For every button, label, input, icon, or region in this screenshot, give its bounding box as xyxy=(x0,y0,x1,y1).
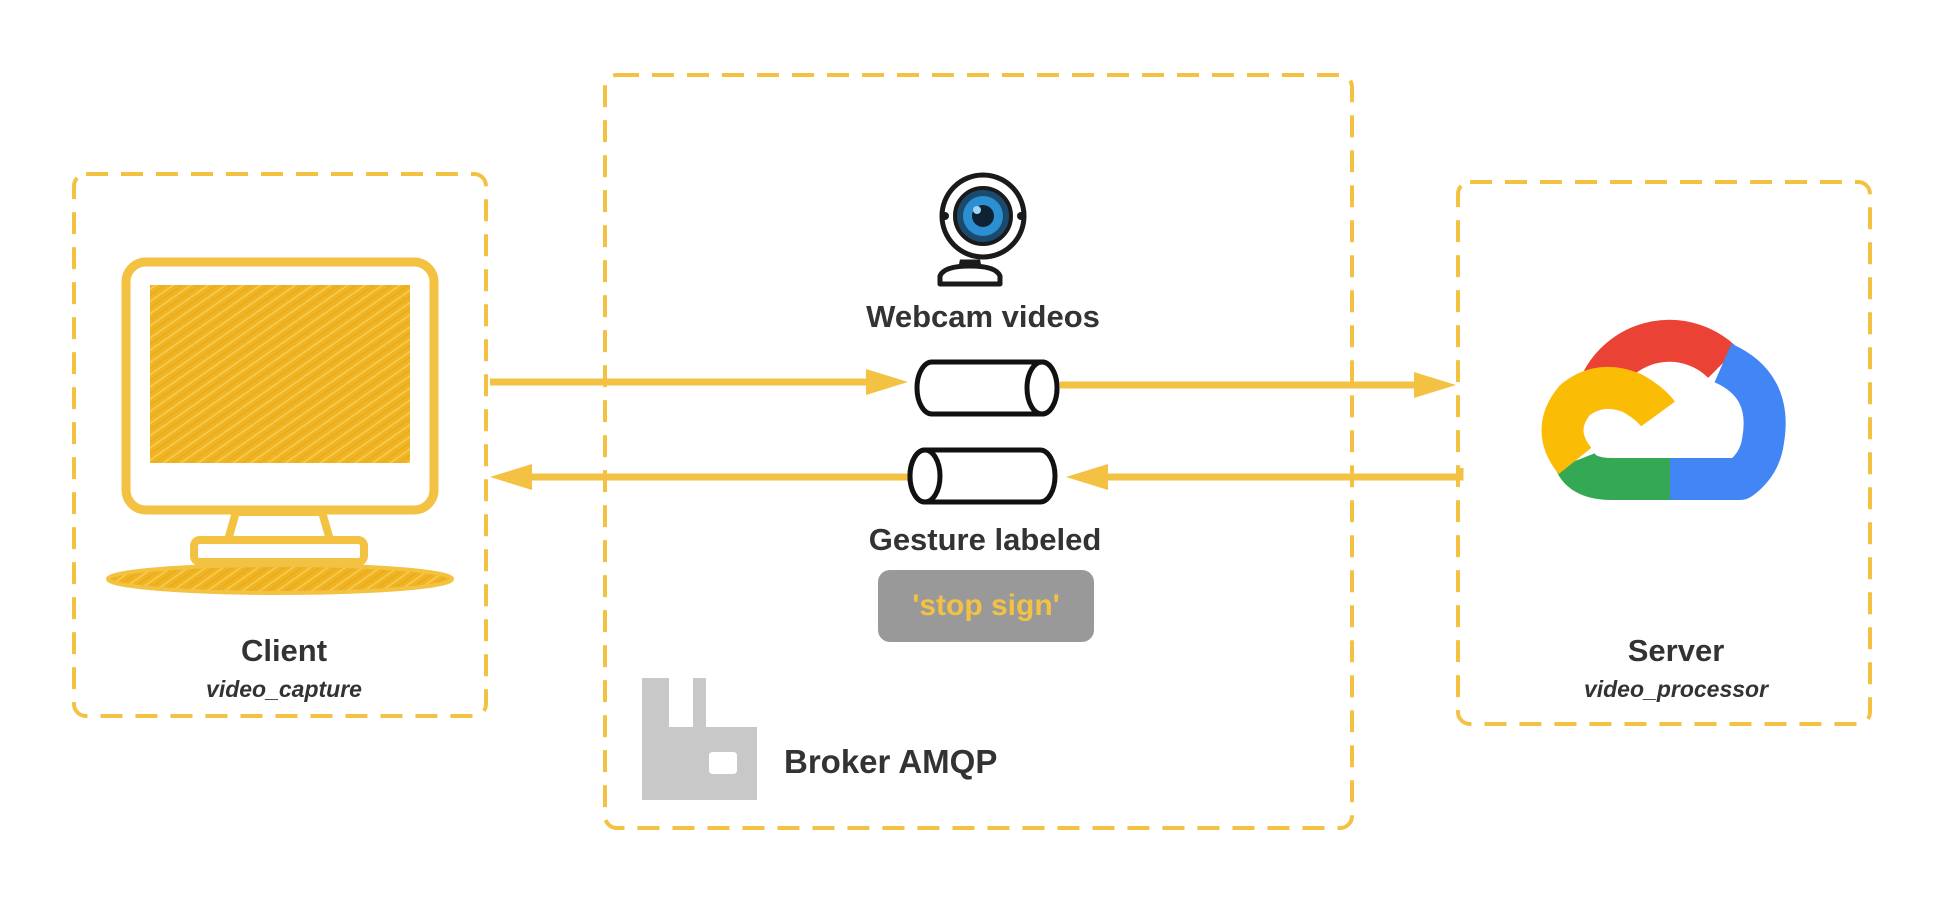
arrow-queue-to-server xyxy=(1060,372,1456,398)
webcam-icon xyxy=(937,172,1027,287)
arrow-client-to-queue xyxy=(490,369,908,395)
server-title: Server xyxy=(1627,633,1725,668)
arrow-server-to-queue xyxy=(1066,464,1464,490)
webcam-videos-label: Webcam videos xyxy=(866,299,1100,334)
server-container xyxy=(1456,180,1872,726)
stop-sign-badge: 'stop sign' xyxy=(878,570,1094,642)
rabbitmq-logo-icon xyxy=(642,678,757,800)
client-title: Client xyxy=(240,633,328,668)
broker-container xyxy=(603,73,1354,830)
stop-sign-badge-text: 'stop sign' xyxy=(912,589,1060,622)
computer-monitor-icon xyxy=(106,257,454,595)
queue-downstream-cylinder xyxy=(907,447,1058,505)
server-subtitle: video_processor xyxy=(1583,676,1769,702)
arrow-queue-to-client xyxy=(490,464,908,490)
queue-upstream-cylinder xyxy=(914,359,1060,417)
google-cloud-logo-icon xyxy=(1541,319,1786,500)
client-container xyxy=(72,172,488,718)
client-subtitle: video_capture xyxy=(206,676,362,702)
broker-title: Broker AMQP xyxy=(784,743,998,780)
gesture-labeled-label: Gesture labeled xyxy=(868,522,1102,557)
